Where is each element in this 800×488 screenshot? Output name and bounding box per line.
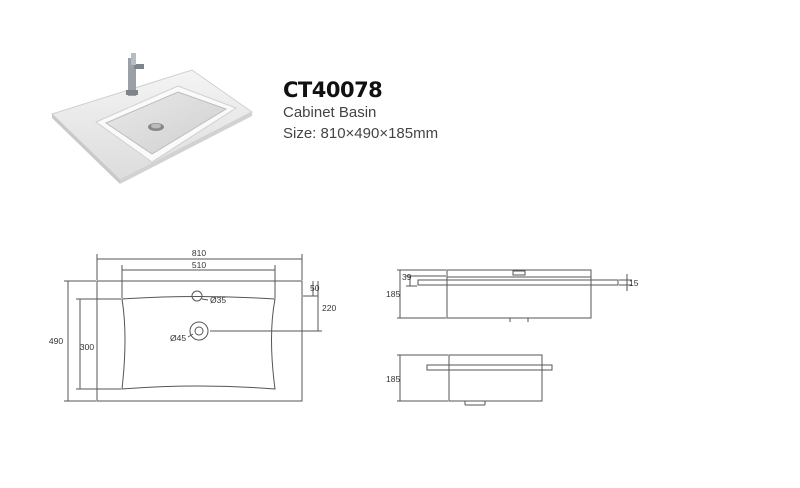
dim-front-rim: 39 (402, 272, 412, 282)
dim-front-height: 185 (386, 289, 400, 299)
top-view-outline (96, 280, 303, 402)
dim-depth-490: 490 (49, 336, 63, 346)
front-view (397, 269, 632, 322)
tap-hole (191, 290, 203, 302)
front-view-bowl (446, 269, 592, 319)
basin-photo (51, 53, 253, 184)
dim-drain-offset: 220 (322, 303, 336, 313)
dim-tap-hole: Ø35 (210, 295, 226, 305)
dim-front-deck: 15 (629, 278, 639, 288)
top-view-bowl-outline (121, 296, 276, 390)
side-view-bowl (448, 354, 543, 402)
drain-inner (194, 326, 204, 336)
dim-width-510: 510 (192, 260, 206, 270)
front-view-deck (417, 279, 619, 286)
dim-depth-300: 300 (80, 342, 94, 352)
dim-width-810: 810 (192, 248, 206, 258)
dim-tap-offset: 50 (310, 283, 320, 293)
side-view-deck (426, 364, 553, 371)
top-view (64, 254, 322, 402)
product-size: Size: 810×490×185mm (283, 125, 439, 142)
product-name: Cabinet Basin (283, 104, 377, 121)
drain-outer (189, 321, 209, 341)
dim-side-height: 185 (386, 374, 400, 384)
side-view (397, 354, 553, 406)
model-number: CT40078 (283, 78, 383, 102)
dim-drain: Ø45 (170, 333, 186, 343)
